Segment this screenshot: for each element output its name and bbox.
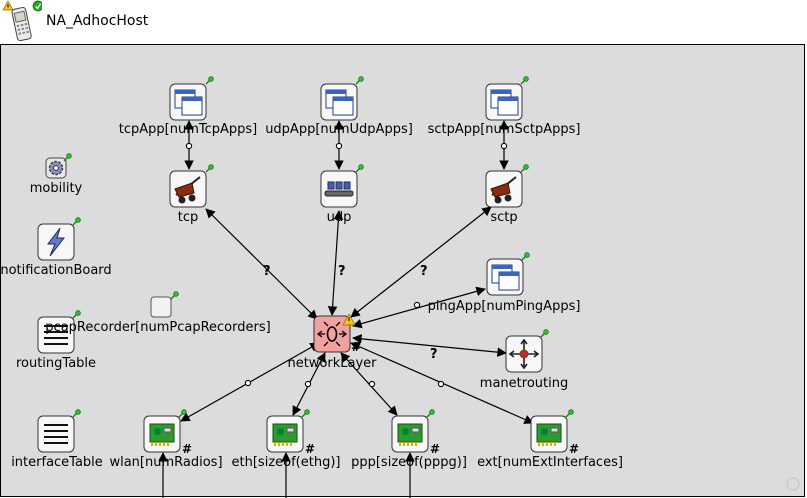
sctpapp-label: sctpApp[numSctpApps]: [427, 122, 581, 137]
svg-text:#: #: [182, 442, 192, 456]
udp-label: udp: [326, 210, 352, 225]
unknown-gate-marks: ? ? ? ?: [263, 264, 438, 362]
svg-text:?: ?: [430, 347, 438, 362]
wlan-label: wlan[numRadios]: [109, 455, 223, 470]
routingtable-icon[interactable]: [37, 316, 75, 354]
conn-pingapp-networklayer: [352, 286, 486, 329]
tcpapp-label: tcpApp[numTcpApps]: [118, 122, 258, 137]
interfacetable-icon[interactable]: [37, 415, 75, 453]
adhoc-host-icon: [2, 0, 42, 42]
eth-label: eth[sizeof(ethg)]: [231, 455, 341, 470]
conn-udp-networklayer: [327, 210, 344, 316]
routingtable-label: routingTable: [15, 356, 97, 371]
udpapp-label: udpApp[numUdpApps]: [265, 122, 413, 137]
sctpapp-icon[interactable]: [485, 83, 523, 121]
networklayer-warning-icon: [342, 313, 356, 326]
svg-text:?: ?: [338, 264, 346, 279]
ppp-icon[interactable]: [391, 415, 429, 453]
sctp-label: sctp: [490, 210, 518, 225]
notificationboard-label: notificationBoard: [0, 263, 112, 278]
mobility-label: mobility: [29, 181, 83, 196]
mobility-icon[interactable]: [45, 157, 67, 179]
udpapp-icon[interactable]: [320, 83, 358, 121]
vector-markers: # # # # #: [182, 340, 579, 456]
pcaprecorder-label: pcapRecorder[numPcapRecorders]: [45, 320, 271, 335]
sctp-icon[interactable]: [485, 170, 523, 208]
ext-icon[interactable]: [530, 415, 568, 453]
wlan-icon[interactable]: [143, 415, 181, 453]
ext-label: ext[numExtInterfaces]: [477, 455, 623, 470]
tcp-icon[interactable]: [169, 170, 207, 208]
svg-text:?: ?: [420, 264, 428, 279]
udp-icon[interactable]: [320, 170, 358, 208]
conn-tcp-networklayer: [205, 208, 318, 320]
tcp-label: tcp: [177, 210, 199, 225]
manetrouting-label: manetrouting: [479, 376, 569, 391]
pingapp-icon[interactable]: [486, 258, 524, 296]
svg-text:#: #: [430, 442, 440, 456]
svg-text:?: ?: [263, 264, 271, 279]
window-title: NA_AdhocHost: [46, 13, 149, 29]
gate-dots: [185, 142, 508, 388]
module-canvas: ? ? ? ?: [0, 44, 805, 498]
manetrouting-icon[interactable]: [505, 335, 543, 373]
eth-icon[interactable]: [266, 415, 304, 453]
pingapp-label: pingApp[numPingApps]: [427, 299, 581, 314]
tcpapp-icon[interactable]: [169, 83, 207, 121]
networklayer-label: networkLayer: [287, 356, 377, 371]
ppp-label: ppp[sizeof(pppg)]: [351, 455, 467, 470]
notificationboard-icon[interactable]: [37, 223, 75, 261]
resize-corner-icon[interactable]: [786, 477, 800, 491]
svg-text:#: #: [351, 340, 361, 354]
networklayer-icon[interactable]: [313, 315, 351, 353]
svg-text:#: #: [569, 442, 579, 456]
pcaprecorder-icon[interactable]: [150, 296, 172, 318]
window-header: NA_AdhocHost: [0, 0, 807, 44]
svg-text:#: #: [305, 442, 315, 456]
interfacetable-label: interfaceTable: [11, 455, 103, 470]
